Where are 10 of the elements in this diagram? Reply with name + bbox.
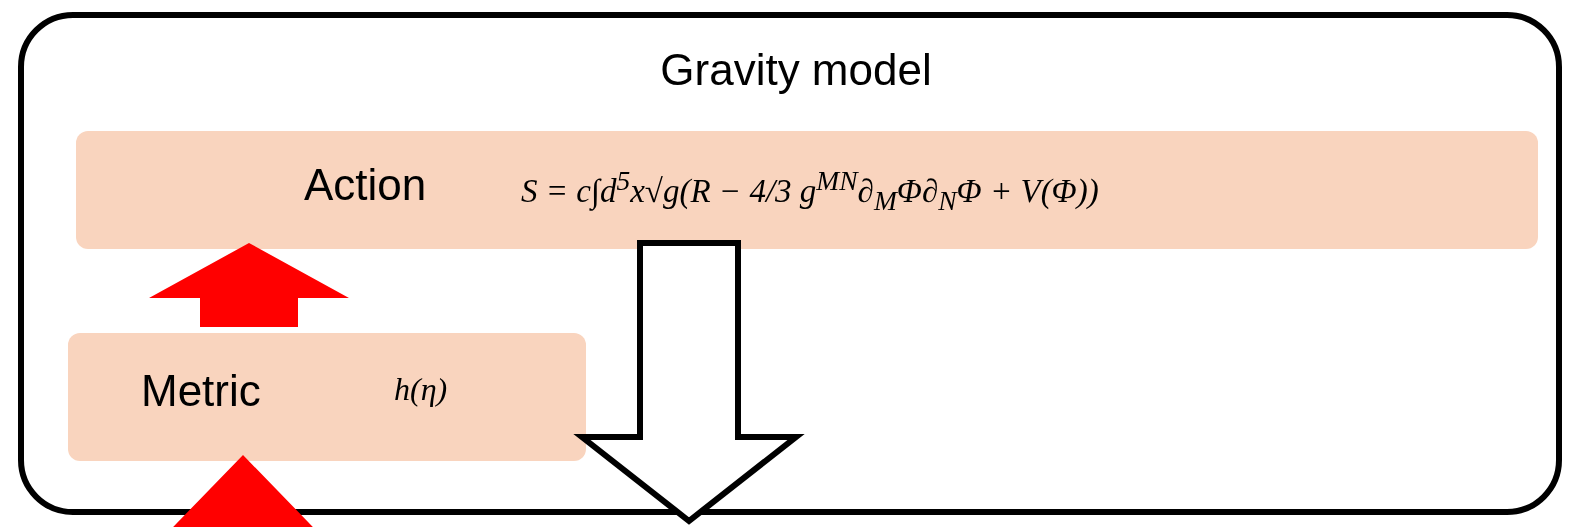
block-arrow (149, 243, 349, 327)
box-title: Metric (141, 369, 261, 413)
box-title: Action (304, 163, 427, 207)
group-title: Gravity model (659, 48, 933, 92)
process-box (76, 131, 1538, 249)
group-box (18, 12, 1562, 515)
formula: h(η) (394, 373, 448, 405)
formula: S = c∫d$^{5}$x√g(R − 4/3 g$^{MN}$∂$_{M}$Φ∂$_{N}$Φ + V(Φ)) (521, 167, 1099, 215)
process-box (68, 333, 586, 461)
block-arrow (573, 240, 805, 525)
